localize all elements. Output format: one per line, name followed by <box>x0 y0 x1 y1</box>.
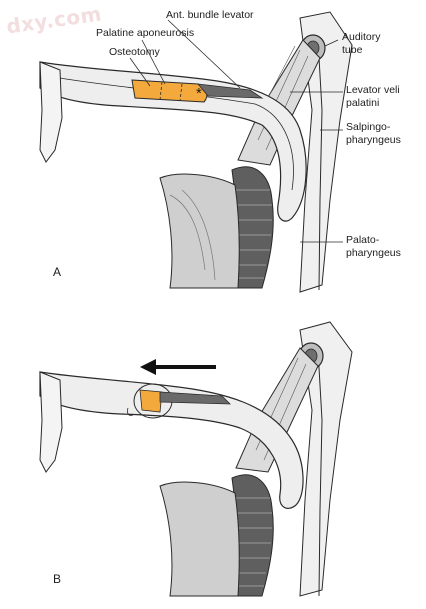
pharyngeal-wall-b <box>299 321 353 597</box>
panel-a-drawing <box>39 11 353 293</box>
label-palatine-aponeurosis: Palatine aponeurosis <box>96 27 195 39</box>
salpingopharyngeus-a <box>317 39 323 291</box>
panel-b-drawing <box>39 321 353 597</box>
label-auditory-tube-line2: tube <box>342 44 363 56</box>
tonsillar-pillar-a <box>159 173 240 289</box>
advancement-arrow <box>140 359 216 375</box>
label-auditory-tube-line1: Auditory <box>342 31 381 43</box>
label-levator-line2: palatini <box>346 97 380 109</box>
tonsillar-pillar-b <box>159 481 240 597</box>
anterior-maxilla-b <box>39 371 63 473</box>
aponeurosis-b <box>159 391 231 405</box>
panel-letter-b: B <box>53 572 62 586</box>
aponeurosis-a <box>197 83 264 99</box>
label-salpingo-line2: pharyngeus <box>346 134 401 146</box>
label-palato-line1: Palato- <box>346 234 380 246</box>
anterior-maxilla-a <box>39 61 63 163</box>
pharyngeal-wall-a <box>299 11 353 293</box>
label-osteotomy: Osteotomy <box>109 46 160 58</box>
asterisk-marker: * <box>196 85 202 102</box>
label-ant-bundle-levator: Ant. bundle levator <box>166 9 254 21</box>
label-salpingo-line1: Salpingo- <box>346 121 391 133</box>
osteotomy-block-b <box>139 389 163 413</box>
label-levator-line1: Levator veli <box>346 84 400 96</box>
panel-letter-a: A <box>53 265 62 279</box>
leader-lines-a <box>129 19 343 243</box>
label-palato-line2: pharyngeus <box>346 247 401 259</box>
